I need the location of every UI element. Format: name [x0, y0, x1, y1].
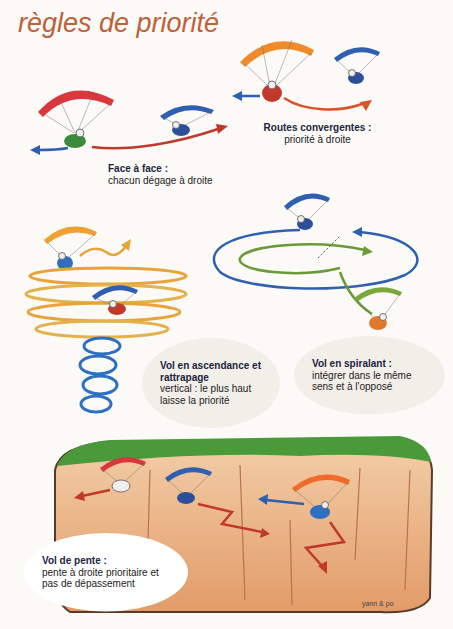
rule-text: priorité à droite	[250, 134, 385, 146]
slope-scene	[322, 502, 329, 509]
slope-scene	[198, 504, 262, 532]
spiral-scene	[380, 314, 387, 321]
thermal-climb-scene	[80, 246, 126, 256]
slope-scene	[266, 500, 304, 504]
rule-text: chacun dégage à droite	[108, 175, 233, 187]
converging-routes-scene	[268, 81, 276, 89]
spiral-scene	[352, 227, 362, 237]
face-to-face-scene	[30, 145, 40, 155]
face-to-face-scene	[76, 129, 84, 137]
face-to-face-scene	[30, 90, 228, 155]
converging-routes-scene	[232, 91, 242, 101]
rule-caption: Vol en spiralant :intégrer dans le même …	[300, 344, 439, 407]
slope-scene	[165, 467, 212, 482]
rule-heading: Face à face :	[108, 163, 233, 175]
spiral-scene	[298, 216, 305, 223]
face-to-face-scene	[38, 148, 68, 150]
title: règles de priorité	[18, 8, 219, 39]
thermal-climb-scene	[110, 301, 117, 308]
rule-heading: Vol en spiralant :	[312, 358, 427, 370]
rule-text: intégrer dans le même sens et à l'opposé	[312, 370, 427, 393]
face-to-face-scene	[44, 96, 110, 133]
slope-scene	[260, 528, 270, 538]
spiral-scene	[240, 244, 365, 273]
caption-ground	[24, 533, 188, 612]
slope-scene	[100, 457, 146, 472]
thermal-climb-scene	[44, 227, 97, 244]
rule-text: vertical : le plus haut laisse la priori…	[160, 383, 262, 406]
thermal-climb-scene	[84, 338, 120, 354]
converging-routes-scene	[232, 40, 380, 111]
slope-scene	[177, 492, 195, 504]
slope-scene	[82, 490, 110, 496]
converging-routes-scene	[240, 41, 314, 67]
spiral-scene	[287, 200, 328, 220]
slope-scene	[148, 465, 410, 605]
thermal-climb-scene	[28, 303, 180, 321]
slope-scene	[258, 494, 268, 505]
caption-ground	[142, 338, 280, 428]
rule-caption: Face à face :chacun dégage à droite	[108, 163, 233, 186]
slope-scene	[112, 480, 130, 492]
thermal-climb-scene	[47, 234, 95, 258]
converging-routes-scene	[240, 95, 260, 98]
thermal-climb-scene	[81, 396, 111, 412]
spiral-scene	[318, 236, 340, 258]
slope-scene	[318, 561, 327, 574]
thermal-climb-scene	[26, 285, 186, 303]
thermal-climb-scene	[36, 321, 168, 337]
spiral-scene	[354, 287, 402, 302]
slope-scene	[306, 522, 344, 566]
spiral-scene	[214, 194, 417, 331]
converging-routes-scene	[360, 100, 372, 111]
spiral-scene	[357, 294, 400, 318]
spiral-scene	[362, 246, 373, 256]
slope-scene	[168, 474, 210, 494]
rule-caption: Vol de pente :pente à droite prioritaire…	[30, 541, 182, 604]
converging-routes-scene	[334, 47, 380, 62]
converging-routes-scene	[284, 98, 362, 109]
face-to-face-scene	[92, 129, 218, 148]
converging-routes-scene	[337, 54, 378, 74]
thermal-climb-scene	[83, 376, 117, 394]
rule-heading: Vol en ascendance et rattrapage	[160, 360, 262, 383]
face-to-face-scene	[164, 112, 211, 126]
thermal-climb-scene	[30, 268, 186, 284]
face-to-face-scene	[38, 90, 114, 117]
thermal-climb-scene	[92, 285, 138, 300]
rule-heading: Vol de pente :	[42, 555, 170, 567]
face-to-face-scene	[216, 124, 228, 134]
signature: yann & po	[362, 600, 394, 607]
slope-scene	[103, 464, 144, 482]
rule-caption: Vol en ascendance et rattrapagevertical …	[148, 346, 274, 420]
thermal-climb-scene	[59, 253, 66, 260]
thermal-climb-scene	[80, 356, 116, 374]
converging-routes-scene	[245, 40, 311, 86]
caption-ground	[294, 336, 445, 415]
face-to-face-scene	[173, 122, 180, 129]
rule-text: pente à droite prioritaire et pas de dép…	[42, 567, 170, 590]
slope-scene	[74, 491, 85, 501]
thermal-climb-scene	[121, 239, 131, 251]
rule-caption: Routes convergentes :priorité à droite	[250, 122, 385, 145]
rule-heading: Routes convergentes :	[250, 122, 385, 134]
converging-routes-scene	[349, 70, 356, 77]
spiral-scene	[214, 230, 417, 289]
face-to-face-scene	[160, 105, 214, 120]
spiral-scene	[284, 194, 330, 211]
